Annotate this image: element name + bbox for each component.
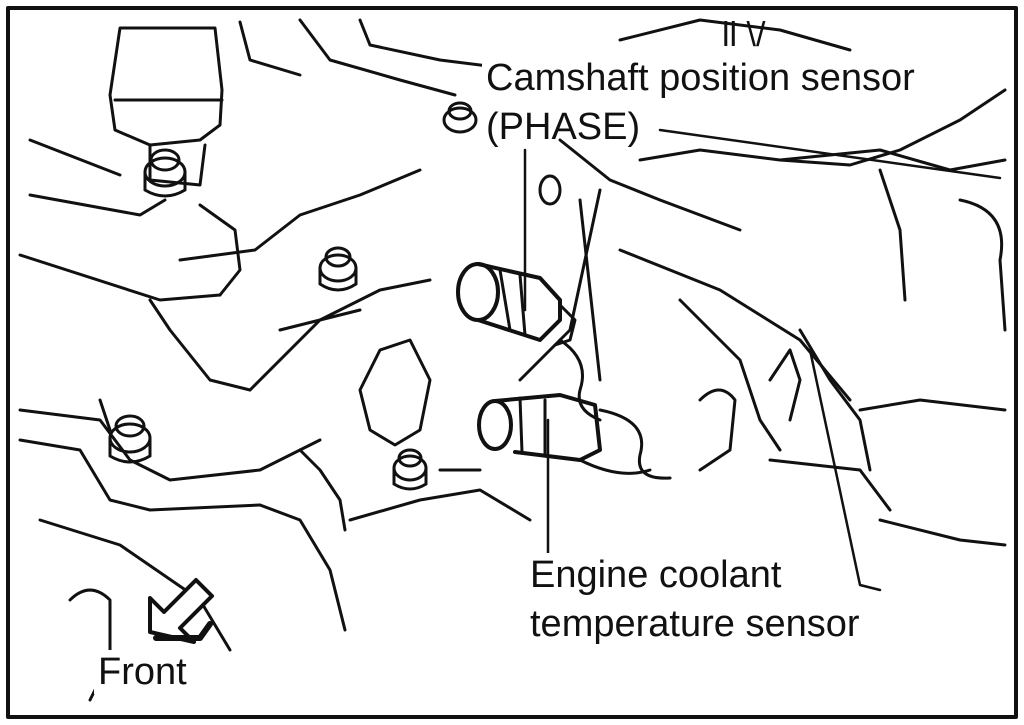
intake-manifold (18, 18, 522, 392)
leader-lines (523, 128, 1002, 592)
timing-cover (518, 18, 1007, 547)
camshaft-header-line (658, 128, 1002, 180)
front-arrow-icon (148, 578, 214, 644)
coolant-side-line (808, 348, 882, 592)
camshaft-sensor-label: Camshaft position sensor (482, 56, 919, 100)
top-partial-text: ll \/ (722, 16, 766, 54)
bolt-heads (108, 101, 562, 491)
engine-coolant-temperature-sensor (477, 393, 672, 480)
cylinder-block (18, 308, 532, 702)
camshaft-position-sensor (456, 262, 602, 422)
diagram-border (6, 6, 1018, 719)
front-label: Front (94, 650, 191, 694)
coolant-sensor-sublabel: temperature sensor (526, 602, 864, 646)
camshaft-sensor-sublabel: (PHASE) (486, 106, 641, 148)
coolant-sensor-label: Engine coolant (526, 553, 786, 597)
